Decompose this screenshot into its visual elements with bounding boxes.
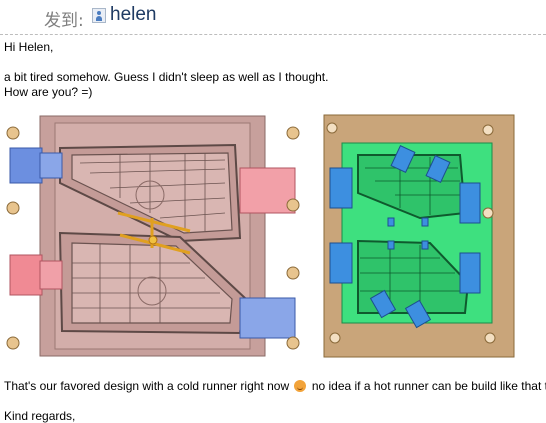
closing-text: Kind regards,	[4, 409, 76, 423]
mold-design-green-image	[310, 113, 516, 358]
email-header: 发到: helen	[0, 0, 546, 34]
recipient-name[interactable]: helen	[110, 4, 157, 25]
body-line-3-end: no idea if a hot runner can be build lik…	[311, 379, 546, 393]
to-label: 发到:	[44, 11, 84, 31]
body-line-2: How are you? =)	[4, 85, 93, 99]
body-line-3-start: That's our favored design with a cold ru…	[4, 379, 290, 393]
greeting-text: Hi Helen,	[4, 40, 54, 54]
mold-design-pink-image	[0, 113, 304, 358]
header-divider	[0, 34, 546, 35]
body-line-1: a bit tired somehow. Guess I didn't slee…	[4, 70, 329, 84]
smiley-emoji-icon	[294, 380, 307, 392]
contact-card-icon[interactable]	[92, 8, 106, 23]
body-line-3: That's our favored design with a cold ru…	[4, 379, 546, 393]
